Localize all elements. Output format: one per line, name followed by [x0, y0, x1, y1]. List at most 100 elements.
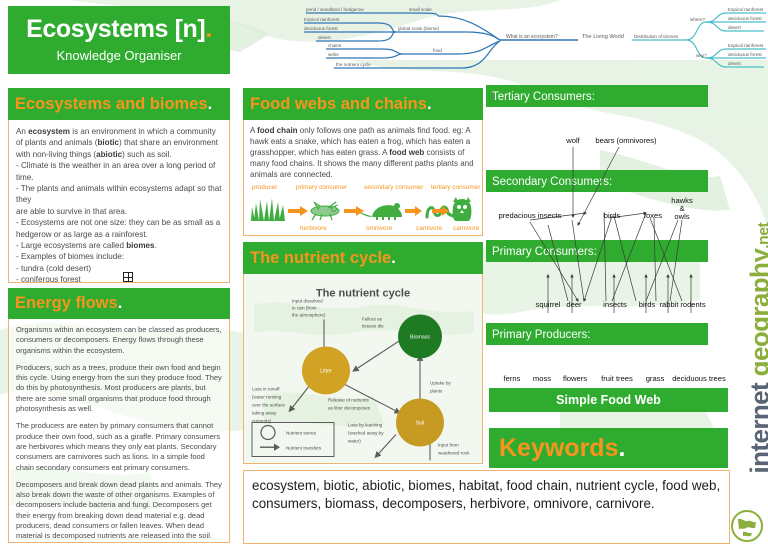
- band-label-secondary: Secondary Consumers:: [492, 176, 612, 188]
- simple-food-web-diagram: Tertiary Consumers: Secondary Consumers:…: [486, 85, 731, 420]
- mindmap-node: chains: [328, 43, 342, 48]
- mindmap-node: webs: [328, 52, 339, 57]
- node-soil-label: Soil: [416, 421, 425, 427]
- nutrient-label: tissues die: [362, 324, 384, 329]
- foodweb-node-ferns: ferns: [504, 374, 521, 383]
- brand-word-geography: geography: [745, 249, 768, 377]
- panel-heading-energy: Energy flows.: [8, 288, 230, 319]
- energy-paragraph: Organisms within an ecosystem can be cla…: [16, 325, 222, 356]
- mindmap-node: deciduous forest: [304, 26, 338, 31]
- nutrient-label: in rain (from: [292, 306, 317, 311]
- panel-heading-keywords: Keywords.: [489, 428, 728, 468]
- nutrient-label: (water running: [252, 395, 282, 400]
- energy-paragraph: The producers are eaten by primary consu…: [16, 421, 222, 472]
- mindmap-node: deciduous forest: [728, 52, 762, 57]
- owl-icon: [453, 197, 472, 221]
- mindmap-node: the nutrient cycle: [336, 62, 371, 67]
- foodweb-node-squirrel: squirrel: [536, 300, 561, 309]
- nutrient-label: weathered rock: [438, 451, 470, 456]
- energy-paragraph: Producers, such as a trees, produce thei…: [16, 363, 222, 414]
- panel-heading-ecosystems: Ecosystems and biomes.: [8, 88, 230, 120]
- band-label-primary-consumers: Primary Consumers:: [492, 246, 597, 258]
- food-chain-graphic: producer primary consumer secondary cons…: [250, 182, 476, 234]
- panel-body-energy: Organisms within an ecosystem can be cla…: [8, 319, 230, 543]
- nutrient-label: Uptake by: [430, 381, 451, 386]
- panel-energy-flows: Energy flows. Organisms within an ecosys…: [8, 288, 230, 543]
- nutrient-label: plants: [430, 389, 443, 394]
- page-title: Ecosystems [n].: [26, 17, 212, 42]
- key-label: Nutrient stores: [286, 431, 317, 436]
- nutrient-label: Loss by leaching: [348, 423, 383, 428]
- page-subtitle: Knowledge Organiser: [56, 48, 181, 63]
- node-litter-label: Litter: [320, 369, 332, 375]
- brand-word-internet: internet: [745, 376, 768, 473]
- mindmap-node: small scale: [409, 7, 432, 12]
- panel-ecosystems-and-biomes: Ecosystems and biomes. An ecosystem is a…: [8, 88, 230, 283]
- mindmap-node: deciduous forest: [728, 16, 762, 21]
- mindmap-center-node: What is an ecosystem?: [506, 34, 558, 40]
- foodweb-node-moss: moss: [533, 374, 551, 383]
- key-label: Nutrient transfers: [286, 446, 322, 451]
- brand-wordmark: internet geography.net: [745, 74, 768, 474]
- keywords-text: ecosystem, biotic, abiotic, biomes, habi…: [243, 470, 730, 544]
- nutrient-cycle-diagram: The nutrient cycle: [244, 274, 482, 463]
- nutrient-label: water): [348, 439, 361, 444]
- foodweb-node-bears: bears (omnivores): [595, 136, 657, 145]
- panel-body-nutrient: The nutrient cycle: [243, 274, 483, 464]
- nutrient-label: Input from: [438, 443, 459, 448]
- food-chain-description: A food chain only follows one path as an…: [250, 125, 476, 180]
- energy-paragraph: Decomposers and break down dead plants a…: [16, 480, 222, 543]
- arrow-right-icon: [432, 206, 449, 216]
- nutrient-diagram-title: The nutrient cycle: [316, 288, 410, 300]
- foodweb-node-predacious-insects: predacious insects: [499, 211, 562, 220]
- foodweb-node-birds-2: birds: [639, 300, 656, 309]
- brand-logo: internet geography.net: [726, 62, 768, 544]
- foodweb-node-deciduous-trees: deciduous trees: [672, 374, 726, 383]
- foodweb-node-owls: owls: [674, 212, 689, 221]
- panel-food-webs-and-chains: Food webs and chains. A food chain only …: [243, 88, 483, 236]
- nutrient-label: Release of nutrients: [328, 398, 370, 403]
- nutrient-label: the atmosphere): [292, 313, 326, 318]
- page-title-banner: Ecosystems [n]. Knowledge Organiser: [8, 6, 230, 74]
- mindmap-node: desert: [318, 35, 331, 40]
- nutrient-label: (washed away by: [348, 431, 384, 436]
- mindmap-node: tropical rainforest: [728, 43, 764, 48]
- band-label-tertiary: Tertiary Consumers:: [492, 91, 595, 103]
- mindmap-node: global scale (biome): [398, 26, 440, 31]
- mindmap-node: pond / woodland / hedgerow: [306, 7, 364, 12]
- arrow-right-icon: [344, 206, 364, 216]
- foodweb-node-insects: insects: [603, 300, 627, 309]
- mindmap-node: where?: [690, 17, 706, 22]
- panel-heading-nutrient: The nutrient cycle.: [243, 242, 483, 274]
- crop-mark-icon: [123, 272, 133, 282]
- panel-nutrient-cycle: The nutrient cycle. The nutrient cycle: [243, 242, 483, 464]
- brand-word-net: .net: [756, 223, 768, 249]
- mindmap-node: food: [433, 48, 442, 53]
- band-label-primary-producers: Primary Producers:: [492, 329, 590, 341]
- foodweb-node-rabbit: rabbit: [660, 300, 680, 309]
- nutrient-label: as litter decomposes: [328, 406, 371, 411]
- mindmap-node: tropical rainforest: [728, 7, 764, 12]
- title-accent-dot: .: [205, 15, 212, 43]
- foodweb-node-grass: grass: [646, 374, 665, 383]
- panel-body-ecosystems: An ecosystem is an environment in which …: [8, 120, 230, 283]
- nutrient-label: taking away: [252, 411, 277, 416]
- foodweb-node-wolf: wolf: [565, 136, 580, 145]
- mindmap-node: desert: [728, 25, 741, 30]
- nutrient-label: over the surface: [252, 403, 285, 408]
- nutrient-label: Loss in runoff: [252, 387, 280, 392]
- foodweb-node-fruit-trees: fruit trees: [601, 374, 633, 383]
- mindmap-node: Distribution of biomes: [634, 34, 679, 39]
- panel-body-food: A food chain only follows one path as an…: [243, 120, 483, 236]
- nutrient-label: Input dissolved: [292, 299, 323, 304]
- mindmap-spine-node: The Living World: [582, 34, 624, 40]
- mindmap-diagram: pond / woodland / hedgerow small scale t…: [286, 0, 768, 78]
- foodweb-node-rodents: rodents: [680, 300, 706, 309]
- nutrient-label: Fallout as: [362, 317, 383, 322]
- foodweb-node-birds: birds: [604, 211, 621, 220]
- mindmap-node: tropical rainforest: [304, 17, 340, 22]
- foodweb-node-deer: deer: [566, 300, 582, 309]
- foodweb-node-foxes: foxes: [644, 211, 662, 220]
- arrow-right-icon: [288, 206, 308, 216]
- mindmap-node: why?: [696, 53, 707, 58]
